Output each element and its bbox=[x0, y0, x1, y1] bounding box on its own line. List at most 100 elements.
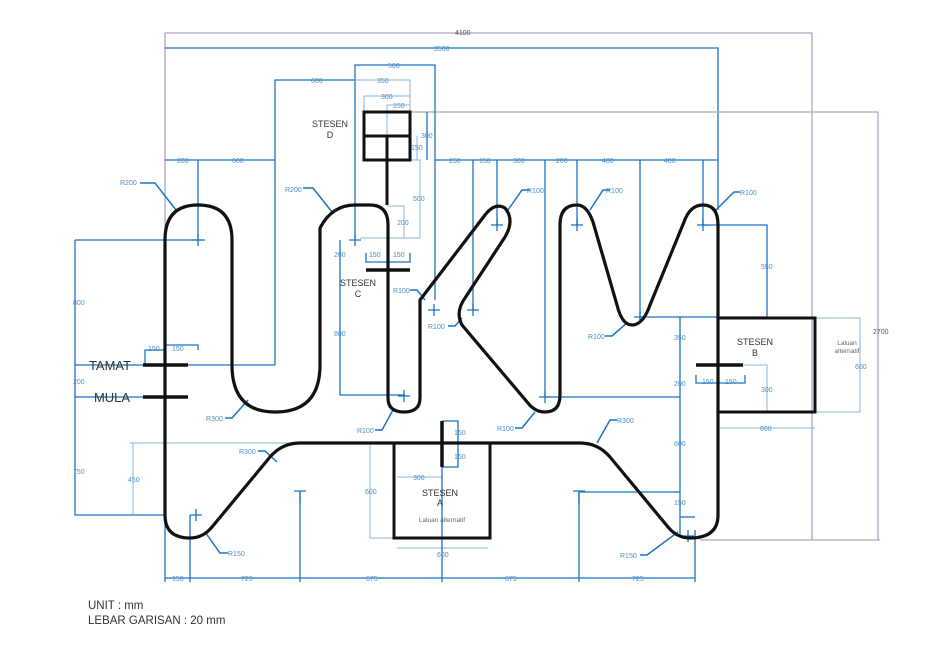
dim-label: 725 bbox=[632, 576, 644, 583]
radius-label: R100 bbox=[740, 190, 757, 197]
dim-label: 300 bbox=[513, 158, 525, 165]
dim-label: 150 bbox=[674, 500, 686, 507]
dim-label: 725 bbox=[241, 576, 253, 583]
dim-label: 4100 bbox=[455, 30, 471, 37]
dim-label: 150 bbox=[411, 145, 423, 152]
leader-r300-u bbox=[225, 399, 249, 419]
radius-label: R100 bbox=[527, 188, 544, 195]
dim-c-800 bbox=[339, 240, 405, 396]
dim-label: 600 bbox=[760, 426, 772, 433]
dim-label: 675 bbox=[505, 576, 517, 583]
dim-overall-width bbox=[164, 32, 813, 540]
dim-label: 800 bbox=[73, 300, 85, 307]
dim-label: 800 bbox=[334, 331, 346, 338]
dim-label: 200 bbox=[556, 158, 568, 165]
dim-label: 150 bbox=[454, 430, 466, 437]
dim-label: 350 bbox=[674, 335, 686, 342]
dim-label: 150 bbox=[148, 346, 160, 353]
leader-r100-v bbox=[605, 321, 629, 337]
dim-label: 150 bbox=[454, 454, 466, 461]
dim-label: 150 bbox=[479, 158, 491, 165]
station-c-letter: C bbox=[355, 289, 362, 299]
dim-b-alt bbox=[815, 317, 861, 413]
dim-label: 200 bbox=[177, 158, 189, 165]
dim-label: 200 bbox=[334, 252, 346, 259]
dim-label: 150 bbox=[369, 252, 381, 259]
dim-label: 500 bbox=[413, 196, 425, 203]
leader-r100-m2 bbox=[715, 191, 740, 211]
dim-b-150 bbox=[695, 375, 746, 384]
radius-label: R100 bbox=[606, 188, 623, 195]
dim-top-350 bbox=[355, 79, 411, 112]
station-b: STESEN B Laluan alternatif bbox=[696, 316, 860, 414]
leader-r150-r bbox=[640, 531, 679, 556]
dim-label: 300 bbox=[413, 475, 425, 482]
dim-label: 300 bbox=[381, 94, 393, 101]
dim-d-500 bbox=[360, 159, 421, 239]
radius-label: R150 bbox=[228, 551, 245, 558]
radius-label: R100 bbox=[393, 288, 410, 295]
dim-label: 200 bbox=[397, 220, 409, 227]
dim-label: 350 bbox=[377, 78, 389, 85]
radius-label: R300 bbox=[617, 418, 634, 425]
track-path bbox=[163, 203, 720, 540]
dim-d-200 bbox=[387, 205, 405, 238]
station-b-box bbox=[718, 316, 817, 414]
dim-label: 675 bbox=[366, 576, 378, 583]
station-c: STESEN C bbox=[340, 268, 410, 299]
line-width-note: LEBAR GARISAN : 20 mm bbox=[88, 615, 226, 627]
leader-r300-bl bbox=[258, 450, 278, 463]
dim-label: 200 bbox=[674, 381, 686, 388]
leader-r100-m1 bbox=[589, 189, 610, 211]
dimension-labels: 4100 3500 2700 500 600 350 300 150 300 1… bbox=[73, 30, 889, 583]
dim-label: 150 bbox=[172, 576, 184, 583]
dim-label: 3500 bbox=[434, 46, 450, 53]
leader-r100-k bbox=[507, 189, 530, 211]
dim-label: 600 bbox=[437, 552, 449, 559]
dim-label: 150 bbox=[393, 103, 405, 110]
radius-label: R100 bbox=[497, 426, 514, 433]
start-finish: TAMAT MULA bbox=[89, 358, 188, 405]
station-b-letter: B bbox=[752, 348, 758, 358]
radius-label: R300 bbox=[206, 416, 223, 423]
radius-label: R150 bbox=[620, 553, 637, 560]
dim-label: 150 bbox=[172, 346, 184, 353]
start-label: MULA bbox=[94, 390, 130, 405]
leader-r150-l bbox=[204, 531, 228, 554]
leader-r300-br bbox=[596, 419, 617, 444]
dim-label: 750 bbox=[73, 469, 85, 476]
dim-label: 550 bbox=[761, 264, 773, 271]
station-a-letter: A bbox=[437, 498, 443, 508]
dim-right-550 bbox=[640, 224, 768, 318]
dim-label: 400 bbox=[602, 158, 614, 165]
station-a-alt-route: Laluan alternatif bbox=[419, 517, 465, 524]
dim-b-300 bbox=[743, 364, 768, 412]
track-outer-loop bbox=[163, 203, 720, 540]
dim-label: 500 bbox=[388, 63, 400, 70]
dim-overall-height bbox=[410, 111, 879, 540]
radius-label: R300 bbox=[239, 449, 256, 456]
station-d-letter: D bbox=[327, 130, 334, 140]
station-b-alt-route-1: Laluan bbox=[837, 340, 857, 347]
radius-label: R200 bbox=[120, 180, 137, 187]
dim-label: 150 bbox=[725, 379, 737, 386]
finish-label: TAMAT bbox=[89, 358, 131, 373]
leader-r200-left bbox=[140, 182, 177, 211]
leader-r200-mid bbox=[303, 187, 333, 213]
dim-top-600 bbox=[274, 79, 355, 365]
station-d: STESEN D bbox=[312, 110, 412, 205]
station-d-label: STESEN bbox=[312, 119, 348, 129]
station-c-label: STESEN bbox=[340, 278, 376, 288]
dim-label: 150 bbox=[702, 379, 714, 386]
station-a-box bbox=[392, 443, 492, 540]
dim-label: 300 bbox=[761, 387, 773, 394]
dim-label: 600 bbox=[365, 489, 377, 496]
dim-label: 2700 bbox=[873, 329, 889, 336]
dim-left-outer bbox=[74, 240, 165, 516]
dim-label: 600 bbox=[232, 158, 244, 165]
dim-label: 300 bbox=[421, 133, 433, 140]
dim-label: 250 bbox=[449, 158, 461, 165]
dimension-lines bbox=[74, 32, 880, 582]
dim-tamat-left bbox=[144, 349, 165, 365]
